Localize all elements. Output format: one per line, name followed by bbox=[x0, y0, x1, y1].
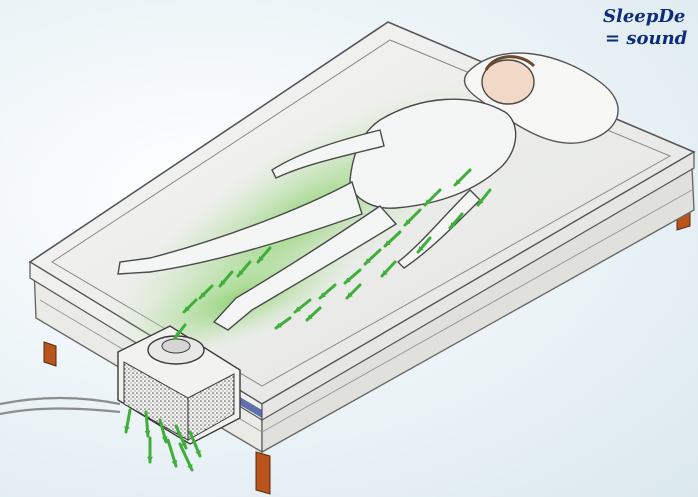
leg-front-left bbox=[44, 342, 56, 366]
leg-front-right bbox=[256, 452, 270, 494]
power-cable-icon bbox=[0, 398, 120, 414]
airflow-arrowhead-icon bbox=[145, 431, 151, 436]
airflow-arrowhead-icon bbox=[147, 457, 153, 462]
